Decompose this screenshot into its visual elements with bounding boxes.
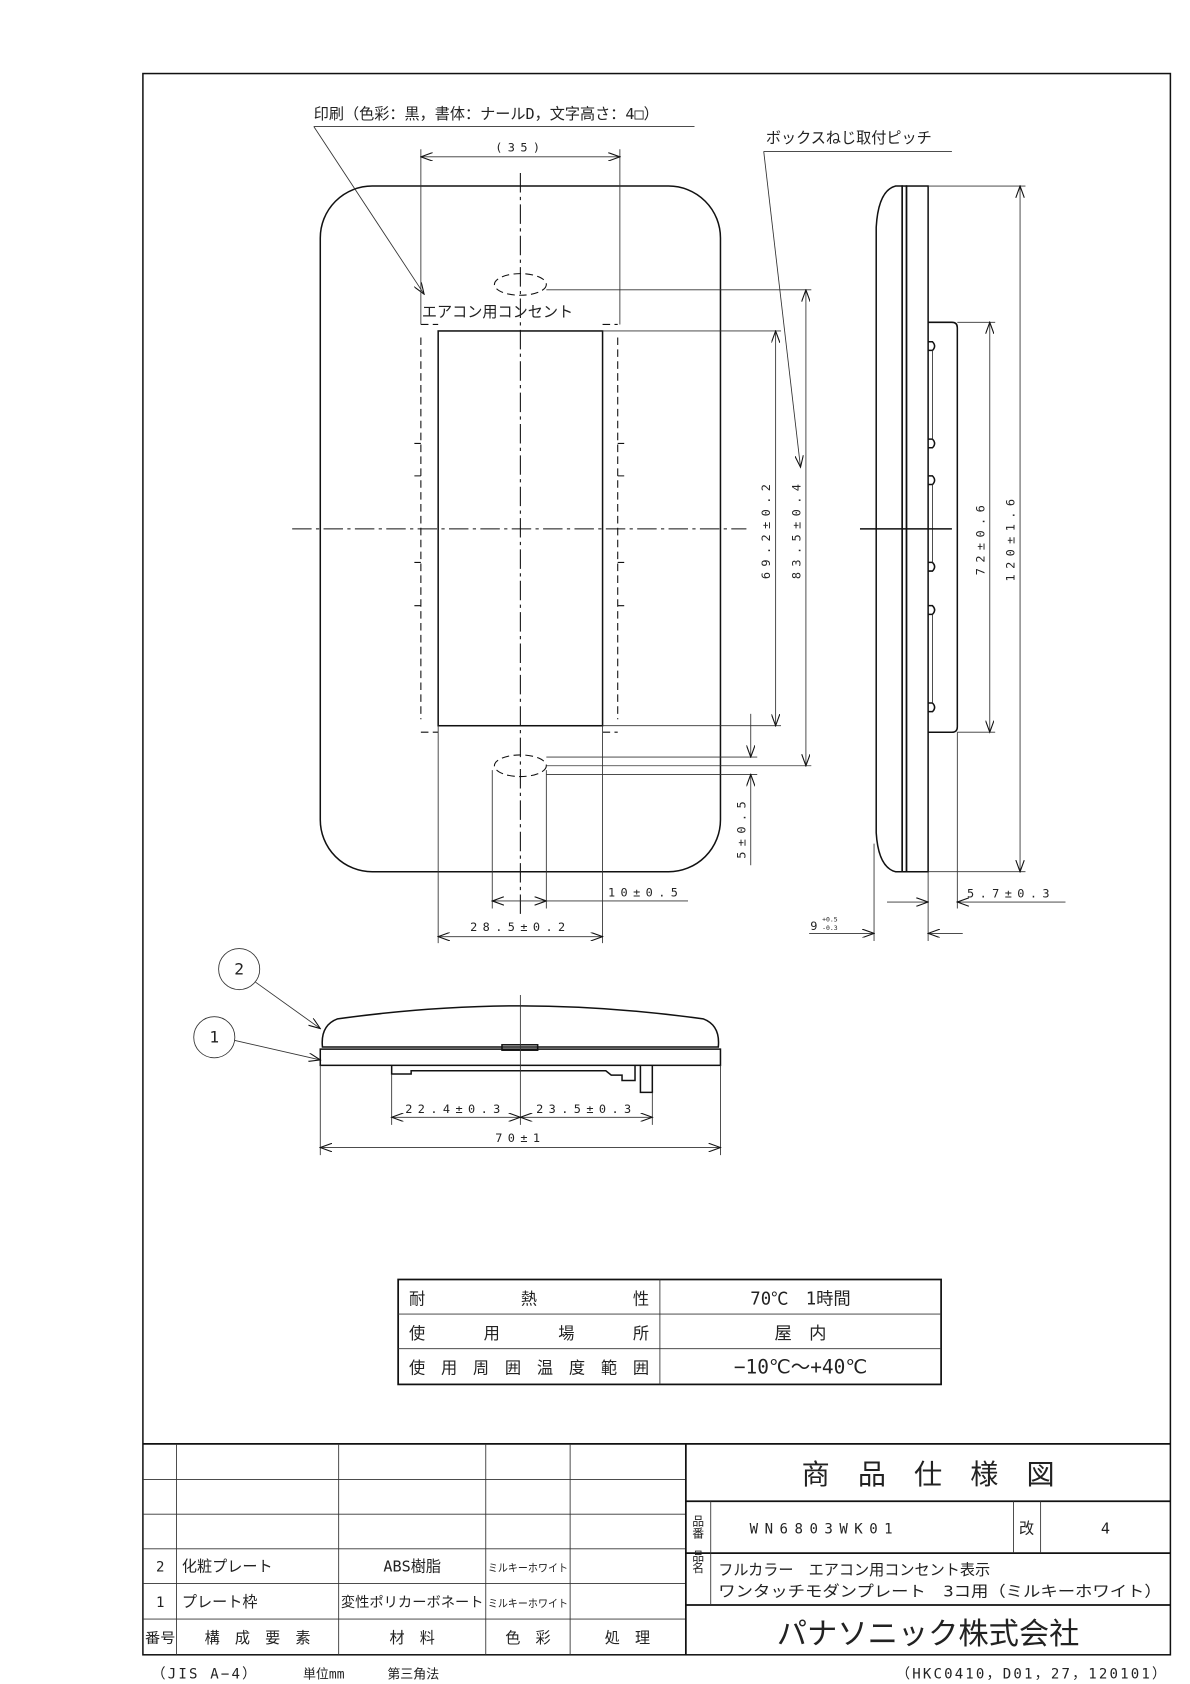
svg-text:1: 1 — [156, 1595, 164, 1611]
svg-text:ABS樹脂: ABS樹脂 — [383, 1558, 441, 1576]
document-code: （HKC0410，D01，27，120101） — [896, 1667, 1168, 1683]
balloon-1: 1 — [193, 1016, 321, 1060]
spec-value: 70℃ 1時間 — [750, 1289, 850, 1309]
side-view — [859, 185, 959, 873]
balloon-2: 2 — [218, 948, 321, 1029]
box-screw-pitch-note: ボックスねじ取付ピッチ — [766, 129, 932, 147]
dim-9-minus: -0.3 — [822, 924, 838, 932]
svg-text:番号: 番号 — [145, 1631, 175, 1647]
dim-69-2: 69.2±0.2 — [759, 479, 773, 579]
rev-label: 改 — [1019, 1520, 1034, 1538]
product-name-line1: フルカラー エアコン用コンセント表示 — [718, 1561, 990, 1579]
svg-text:2: 2 — [156, 1560, 164, 1576]
dim-28-5: 28.5±0.2 — [470, 920, 570, 934]
svg-text:ミルキーホワイト: ミルキーホワイト — [488, 1597, 568, 1610]
paper-size: （JIS A−4） — [152, 1667, 259, 1683]
printed-label: エアコン用コンセント — [422, 303, 573, 321]
svg-text:2: 2 — [234, 959, 244, 978]
svg-text:色 彩: 色 彩 — [505, 1629, 550, 1647]
dim-10: 10±0.5 — [608, 886, 683, 900]
spec-label: 耐 熱 性 — [409, 1289, 649, 1308]
dim-35: (35) — [495, 140, 545, 154]
dim-5: 5±0.5 — [734, 796, 748, 859]
drawing-title: 商 品 仕 様 図 — [802, 1458, 1055, 1491]
spec-label: 使 用 場 所 — [409, 1324, 649, 1343]
spec-table: 耐 熱 性 70℃ 1時間 使 用 場 所 屋 内 使用周囲温度範囲 −10℃〜… — [397, 1278, 942, 1386]
title-block: 2 化粧プレート ABS樹脂 ミルキーホワイト 1 プレート枠 変性ポリカーボネ… — [142, 1443, 1171, 1655]
dim-70: 70±1 — [495, 1131, 545, 1145]
print-note: 印刷（色彩：黒，書体：ナールD，文字高さ：4□） — [314, 105, 659, 123]
svg-text:化粧プレート: 化粧プレート — [182, 1558, 273, 1576]
dim-9-plus: +0.5 — [822, 915, 838, 923]
svg-text:処 理: 処 理 — [605, 1629, 650, 1647]
spec-label: 使用周囲温度範囲 — [409, 1359, 649, 1378]
parts-row: 2 化粧プレート ABS樹脂 ミルキーホワイト — [156, 1558, 568, 1576]
dim-23-5: 23.5±0.3 — [536, 1102, 636, 1116]
unit-note: 単位mm — [303, 1667, 345, 1683]
sheet-frame — [142, 72, 1172, 1656]
dim-72: 72±0.6 — [973, 500, 987, 575]
part-no-label: 品番 — [691, 1515, 705, 1539]
svg-text:ミルキーホワイト: ミルキーホワイト — [488, 1562, 568, 1575]
part-no: WN6803WK01 — [750, 1522, 899, 1538]
front-view — [292, 173, 747, 914]
dim-9: 9 — [810, 919, 817, 933]
company-name: パナソニック株式会社 — [777, 1617, 1080, 1652]
svg-text:変性ポリカーボネート: 変性ポリカーボネート — [341, 1594, 484, 1611]
svg-text:プレート枠: プレート枠 — [182, 1593, 258, 1611]
svg-text:材 料: 材 料 — [390, 1629, 435, 1647]
svg-text:1: 1 — [209, 1028, 219, 1047]
dim-5-7: 5.7±0.3 — [967, 887, 1055, 901]
parts-row: 1 プレート枠 変性ポリカーボネート ミルキーホワイト — [156, 1593, 568, 1611]
dim-120: 120±1.6 — [1004, 494, 1018, 582]
spec-value: 屋 内 — [775, 1324, 827, 1344]
svg-text:構 成 要 素: 構 成 要 素 — [205, 1629, 311, 1647]
parts-header: 番号 構 成 要 素 材 料 色 彩 処 理 — [145, 1629, 650, 1647]
dim-83-5: 83.5±0.4 — [789, 479, 803, 579]
name-label: 品名 — [691, 1550, 705, 1574]
dim-22-4: 22.4±0.3 — [405, 1102, 505, 1116]
projection-note: 第三角法 — [387, 1668, 439, 1683]
product-name-line2: ワンタッチモダンプレート 3コ用（ミルキーホワイト） — [718, 1582, 1161, 1600]
rev: 4 — [1101, 1520, 1110, 1538]
section-view — [319, 995, 722, 1125]
spec-value: −10℃〜+40℃ — [734, 1356, 867, 1379]
